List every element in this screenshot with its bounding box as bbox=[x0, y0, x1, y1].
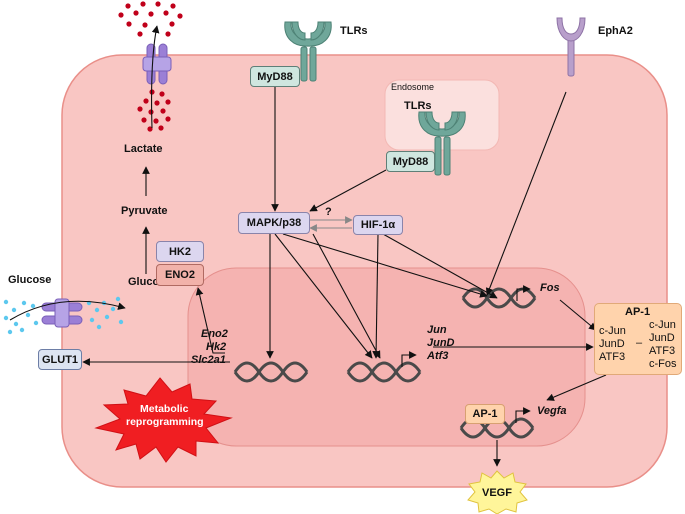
ap1-complex-title: AP-1 bbox=[625, 306, 651, 318]
glut1-box: GLUT1 bbox=[38, 349, 82, 370]
dna-helix-jun bbox=[346, 361, 422, 383]
extracellular-glucose-label: Glucose bbox=[8, 274, 52, 286]
ap1-right-member: c-Jun bbox=[649, 319, 676, 331]
burst-line-1: Metabolic bbox=[140, 403, 189, 415]
gene-hk2: Hk2 bbox=[206, 341, 227, 353]
tlr-receptor-icon bbox=[284, 21, 332, 82]
gene-eno2: Eno2 bbox=[201, 328, 228, 340]
gene-fos: Fos bbox=[540, 282, 560, 294]
gene-jun: Jun bbox=[427, 324, 447, 336]
gene-atf3: Atf3 bbox=[427, 350, 449, 362]
dna-helix-metabolic-genes bbox=[233, 361, 309, 383]
ap1-right-member: ATF3 bbox=[649, 345, 676, 357]
glucose-transporter-icon bbox=[41, 298, 83, 328]
epha2-receptor-icon bbox=[556, 17, 586, 77]
pyruvate-label: Pyruvate bbox=[121, 205, 168, 217]
vegf-burst bbox=[467, 470, 528, 514]
epha2-label: EphA2 bbox=[598, 25, 633, 37]
pathway-arrows bbox=[9, 25, 607, 467]
lactate-label: Lactate bbox=[124, 143, 163, 155]
gene-jund: JunD bbox=[427, 337, 455, 349]
endosome-tlr-receptor-icon bbox=[418, 111, 466, 176]
ap1-bound-box: AP-1 bbox=[465, 404, 505, 424]
tlrs-label: TLRs bbox=[340, 25, 368, 37]
ap1-right-member: JunD bbox=[649, 332, 675, 344]
burst-line-2: reprogramming bbox=[126, 416, 204, 428]
endosome-tlrs-label: TLRs bbox=[404, 100, 432, 112]
mapk-hif-arrows bbox=[309, 216, 353, 232]
eno2-enzyme-box: ENO2 bbox=[156, 264, 204, 286]
gene-slc2a1: Slc2a1 bbox=[191, 354, 226, 366]
endosome-label: Endosome bbox=[391, 82, 435, 92]
ap1-right-members: c-Jun JunD ATF3 c-Fos bbox=[649, 319, 677, 371]
unknown-link-label: ? bbox=[325, 206, 332, 218]
ap1-complex-box: AP-1 c-Jun JunD ATF3 – c-Jun JunD ATF3 c… bbox=[594, 303, 682, 375]
endosome bbox=[384, 79, 500, 151]
tss-arrows bbox=[401, 285, 531, 423]
ap1-dimer-dash: – bbox=[636, 337, 643, 349]
metabolic-reprogramming-burst bbox=[94, 377, 233, 463]
myd88-box: MyD88 bbox=[250, 66, 300, 87]
mapk-p38-box: MAPK/p38 bbox=[238, 212, 310, 234]
ap1-left-member: c-Jun bbox=[599, 325, 626, 337]
ap1-left-member: JunD bbox=[599, 338, 625, 350]
nucleus bbox=[187, 267, 586, 447]
lactate-molecules bbox=[118, 1, 183, 132]
hk2-enzyme-box: HK2 bbox=[156, 241, 204, 262]
ap1-right-member: c-Fos bbox=[649, 358, 677, 370]
gene-vegfa: Vegfa bbox=[537, 405, 567, 417]
endosome-myd88-box: MyD88 bbox=[386, 151, 435, 172]
ap1-left-members: c-Jun JunD ATF3 bbox=[599, 325, 626, 364]
vegf-label: VEGF bbox=[482, 487, 512, 499]
hif-1a-box: HIF-1α bbox=[353, 215, 403, 235]
ap1-left-member: ATF3 bbox=[599, 351, 626, 363]
